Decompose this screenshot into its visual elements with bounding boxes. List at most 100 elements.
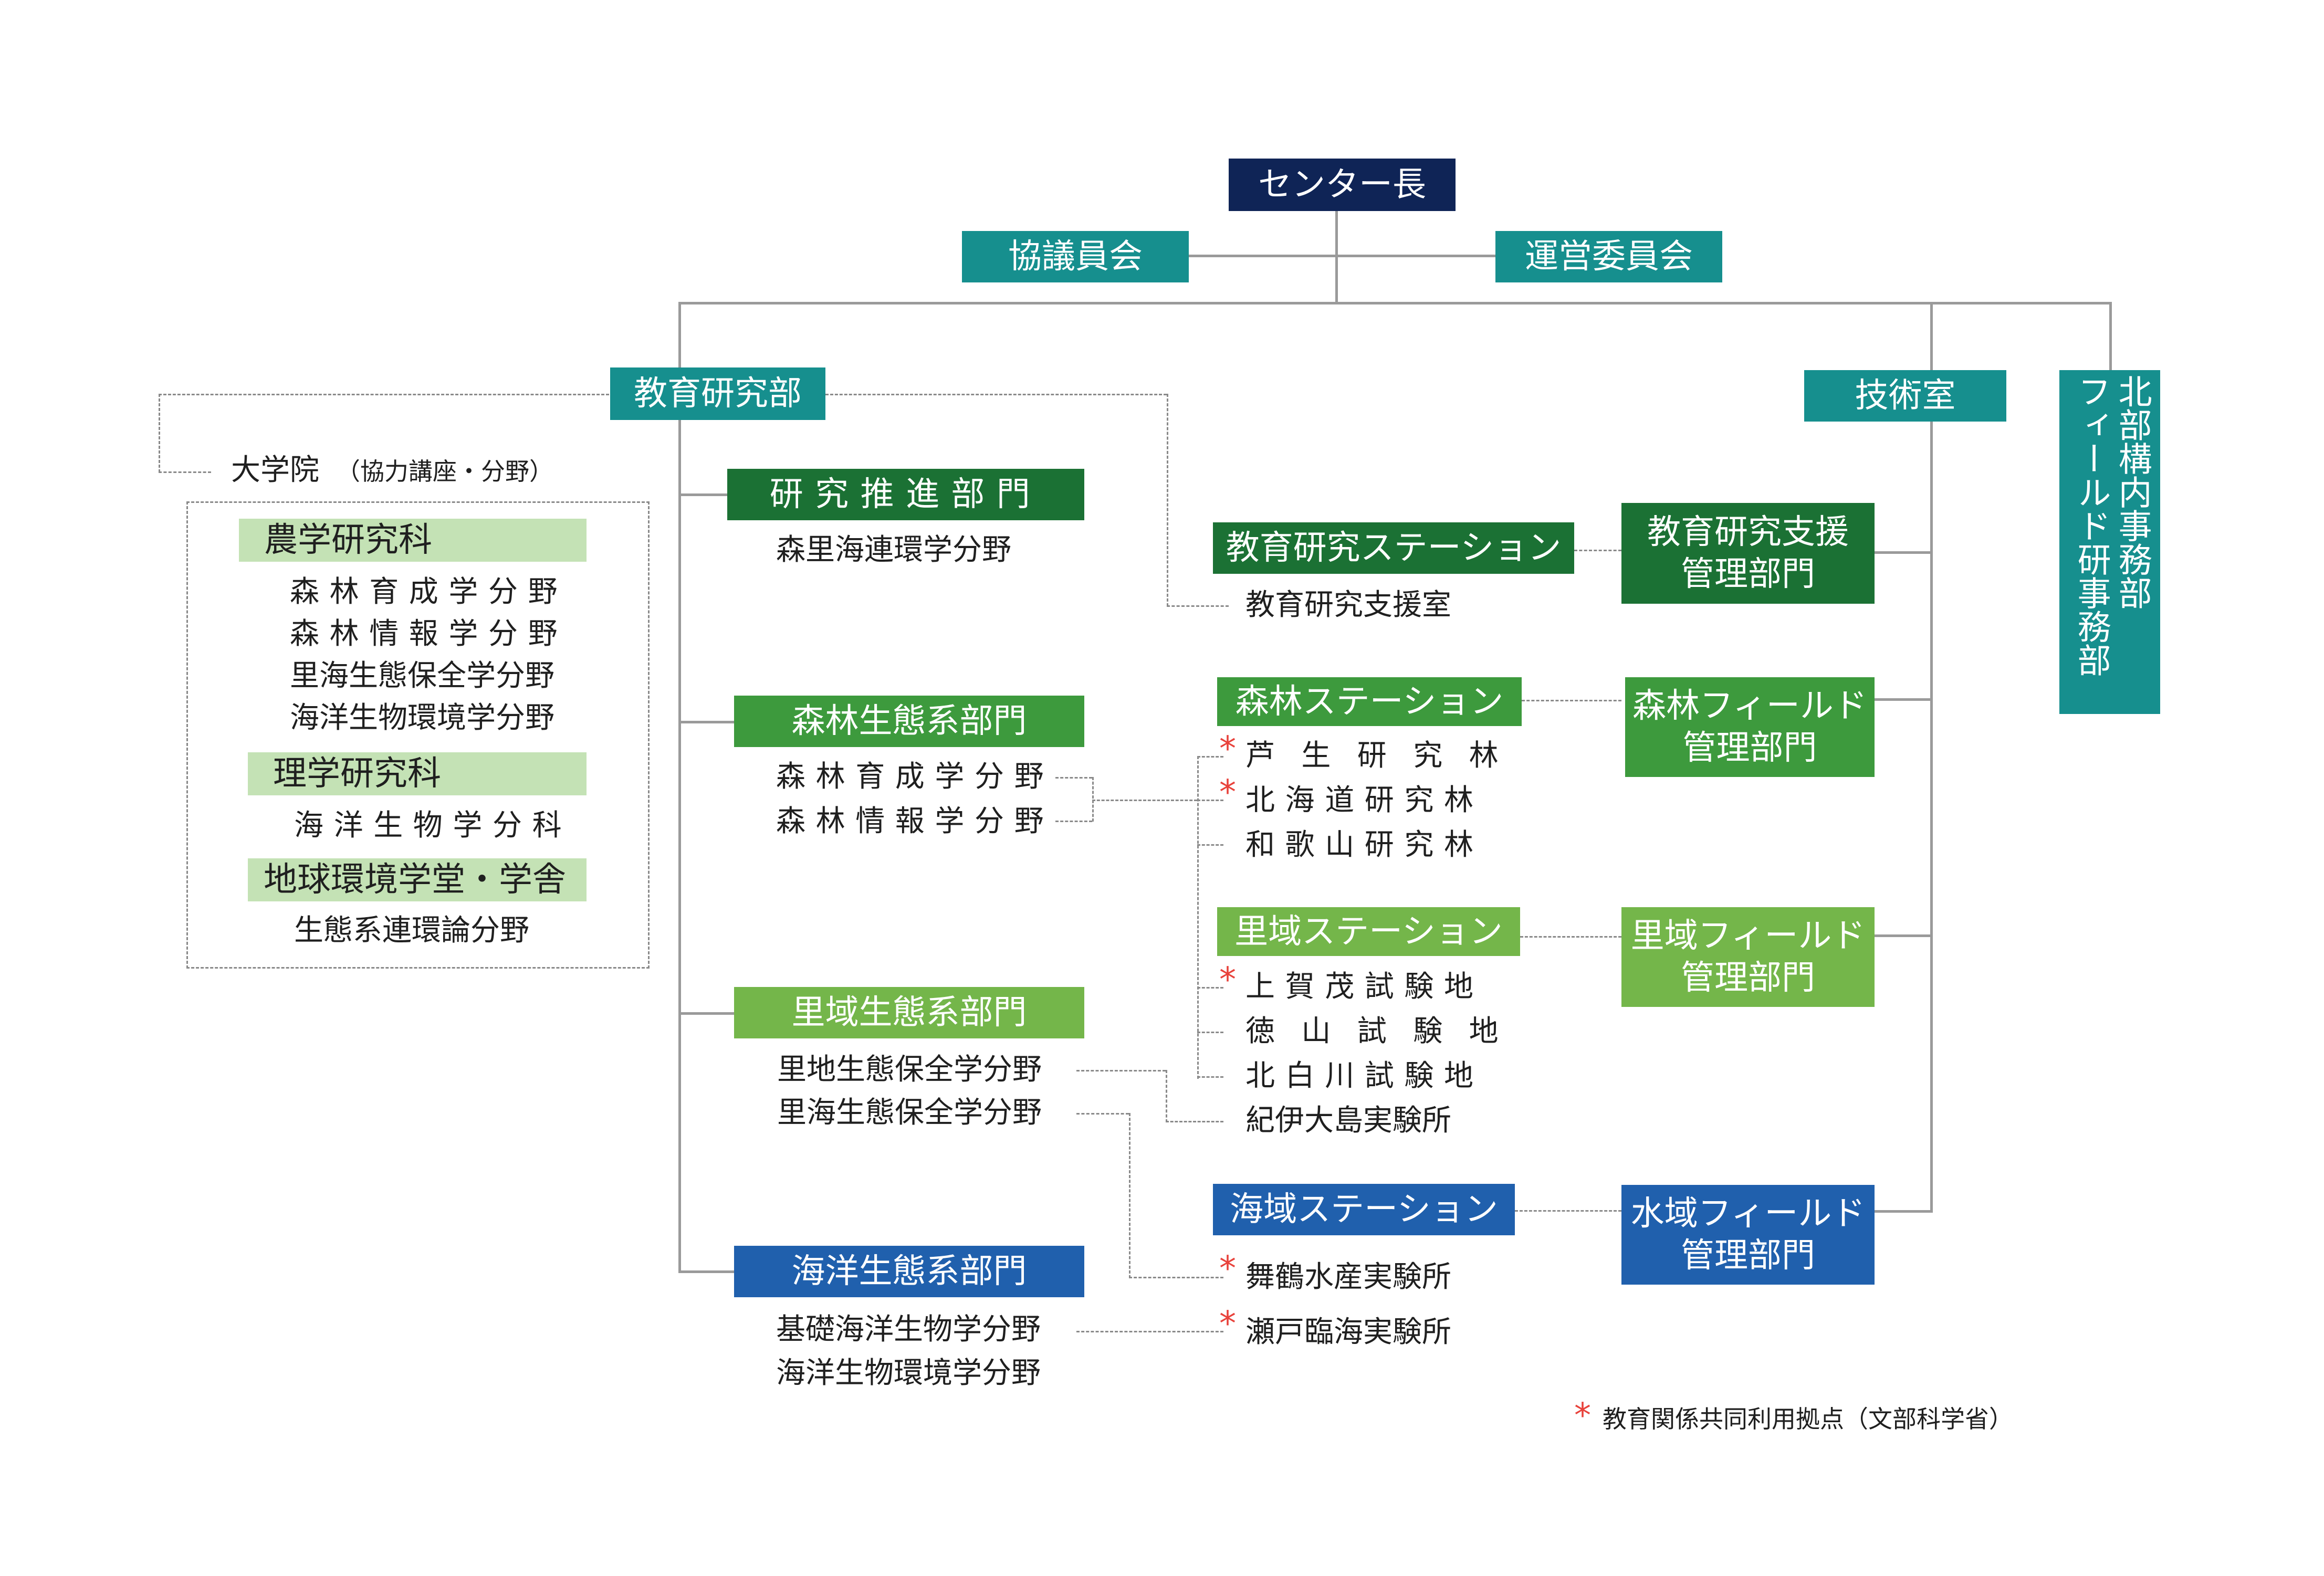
connector-line — [1930, 302, 1933, 370]
dashed-connector — [1129, 1113, 1130, 1278]
dashed-connector — [1197, 800, 1223, 801]
station-facility: 芦生研究林 — [1245, 739, 1525, 773]
dashed-connector — [159, 471, 211, 473]
station-facility: 瀬戸臨海実験所 — [1245, 1315, 1451, 1349]
dashed-connector — [1092, 777, 1094, 822]
connector-line — [2109, 302, 2112, 370]
marine-station-box: 海域ステーション — [1213, 1184, 1515, 1235]
dashed-connector — [1197, 756, 1223, 758]
dashed-connector — [1197, 987, 1223, 989]
mgmt-line2: 管理部門 — [1682, 729, 1817, 768]
grad-geo-field: 生態系連環論分野 — [294, 913, 529, 948]
dashed-connector — [1166, 1121, 1223, 1122]
dashed-connector — [825, 394, 1167, 395]
mgmt-line1: 森林フィールド — [1632, 687, 1867, 726]
education-support-management-box: 教育研究支援 管理部門 — [1621, 503, 1875, 604]
station-facility: 徳山試験地 — [1245, 1014, 1525, 1048]
connector-line — [678, 721, 735, 723]
station-facility: 紀伊大島実験所 — [1245, 1104, 1451, 1138]
education-research-station-box: 教育研究ステーション — [1213, 522, 1574, 574]
mgmt-line2: 管理部門 — [1681, 555, 1815, 594]
dashed-connector — [1076, 1070, 1166, 1071]
division-field: 海洋生物環境学分野 — [776, 1356, 1041, 1390]
education-research-dept-box: 教育研究部 — [610, 367, 825, 420]
dashed-connector — [1055, 777, 1092, 779]
connector-line — [1188, 255, 1495, 257]
grad-science-name: 理学研究科 — [273, 754, 441, 793]
dashed-connector — [1197, 756, 1199, 1079]
education-research-station-label: 教育研究ステーション — [1226, 529, 1562, 568]
grad-agri-name: 農学研究科 — [264, 521, 432, 560]
forest-field-management-box: 森林フィールド 管理部門 — [1625, 677, 1875, 777]
research-promotion-division-label: 研究推進部門 — [769, 475, 1042, 514]
forest-station-label: 森林ステーション — [1235, 682, 1504, 721]
connector-line — [678, 412, 681, 1273]
grad-agri-header: 農学研究科 — [239, 519, 587, 562]
forest-station-box: 森林ステーション — [1217, 677, 1522, 726]
connector-line — [678, 302, 681, 375]
connector-line — [1930, 417, 1933, 1213]
graduate-school-label: 大学院 — [231, 453, 319, 487]
shared-use-mark: * — [1219, 773, 1236, 812]
marine-ecosystem-division-label: 海洋生態系部門 — [791, 1252, 1027, 1291]
marine-station-label: 海域ステーション — [1230, 1190, 1498, 1229]
graduate-school-box — [186, 501, 650, 969]
forest-ecosystem-division-label: 森林生態系部門 — [791, 702, 1027, 741]
north-campus-office-label: 北部構内事務部 — [2112, 374, 2152, 610]
satoyama-station-box: 里域ステーション — [1217, 907, 1520, 956]
dashed-connector — [1055, 821, 1092, 822]
steering-committee-box: 運営委員会 — [1495, 231, 1722, 282]
dashed-connector — [1129, 1277, 1223, 1278]
connector-line — [678, 1270, 735, 1273]
dashed-connector — [1166, 1070, 1167, 1122]
connector-line — [1873, 551, 1933, 554]
satoyama-station-label: 里域ステーション — [1234, 912, 1503, 951]
dashed-connector — [1167, 605, 1229, 607]
division-field: 森林育成学分野 — [776, 760, 1054, 794]
dashed-connector — [1522, 700, 1621, 701]
connector-line — [1873, 1210, 1933, 1213]
grad-geo-name: 地球環境学堂・学舎 — [264, 860, 566, 899]
dashed-connector — [1515, 1210, 1621, 1212]
grad-agri-field: 里海生態保全学分野 — [290, 659, 554, 693]
shared-use-mark: * — [1219, 1249, 1236, 1288]
dashed-connector — [1197, 1032, 1223, 1033]
grad-agri-field: 森林情報学分野 — [290, 617, 568, 651]
dashed-connector — [1092, 800, 1197, 801]
division-field: 基礎海洋生物学分野 — [776, 1312, 1041, 1347]
technical-office-label: 技術室 — [1855, 376, 1956, 415]
dashed-connector — [1167, 394, 1168, 606]
mgmt-line1: 里域フィールド — [1630, 917, 1866, 955]
satoyama-field-management-box: 里域フィールド 管理部門 — [1621, 907, 1875, 1007]
station-facility: 上賀茂試験地 — [1245, 970, 1484, 1004]
satoyama-ecosystem-division-box: 里域生態系部門 — [734, 987, 1084, 1038]
dashed-connector — [1520, 936, 1621, 938]
division-field: 里海生態保全学分野 — [777, 1096, 1042, 1130]
marine-ecosystem-division-box: 海洋生態系部門 — [734, 1246, 1084, 1297]
director-label: センター長 — [1258, 165, 1426, 204]
division-field: 森里海連環学分野 — [776, 533, 1011, 567]
dashed-connector — [1076, 1331, 1223, 1332]
connector-line — [678, 1012, 735, 1015]
station-facility: 舞鶴水産実験所 — [1245, 1260, 1451, 1294]
dashed-connector — [1076, 1113, 1129, 1115]
council-label: 協議員会 — [1008, 237, 1143, 276]
dashed-connector — [159, 394, 160, 472]
connector-line — [678, 302, 2112, 304]
connector-line — [1335, 211, 1338, 304]
connector-line — [1873, 934, 1933, 937]
council-box: 協議員会 — [962, 231, 1189, 282]
grad-agri-field: 海洋生物環境学分野 — [290, 701, 554, 735]
dashed-connector — [159, 394, 609, 395]
grad-science-header: 理学研究科 — [248, 752, 587, 795]
station-facility: 和歌山研究林 — [1245, 828, 1484, 862]
shared-use-mark: * — [1219, 730, 1236, 769]
mgmt-line2: 管理部門 — [1681, 959, 1815, 997]
footnote-text: 教育関係共同利用拠点（文部科学省） — [1603, 1405, 2013, 1433]
shared-use-mark: * — [1219, 1305, 1236, 1343]
connector-line — [1873, 698, 1933, 701]
dashed-connector — [1197, 1076, 1223, 1078]
grad-science-field: 海洋生物学分科 — [294, 808, 572, 843]
division-field: 里地生態保全学分野 — [777, 1053, 1042, 1087]
